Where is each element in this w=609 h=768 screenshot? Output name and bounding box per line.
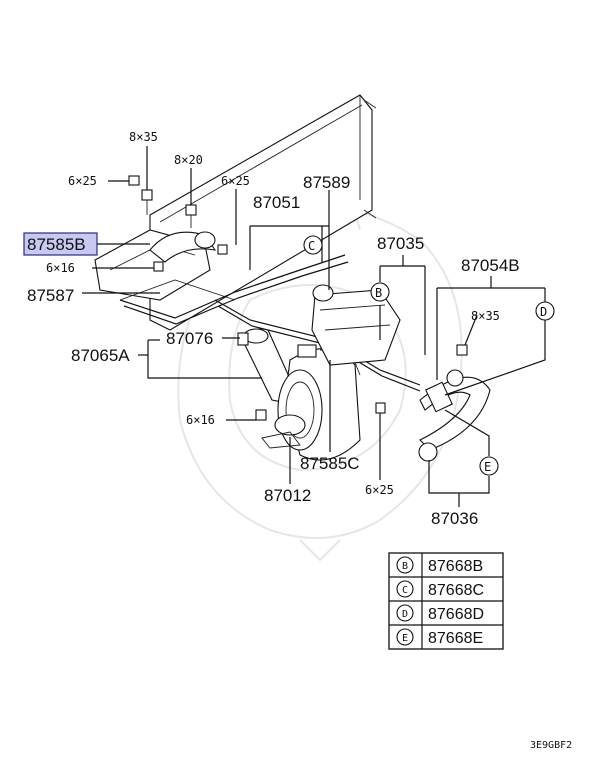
legend-row: D 87668D	[396, 604, 484, 623]
label-87585B: 87585B	[27, 235, 86, 254]
bolts	[128, 175, 468, 421]
label-87035: 87035	[377, 234, 424, 253]
pipe-block	[311, 284, 401, 366]
label-bolt-8x20: 8×20	[174, 153, 203, 167]
legend-row: C 87668C	[396, 580, 484, 599]
legend-part: 87668E	[428, 630, 483, 647]
label-87076: 87076	[166, 329, 213, 348]
label-87585C: 87585C	[300, 454, 360, 473]
bolt-6x25-bottom	[375, 402, 386, 414]
legend-letter: C	[402, 585, 408, 596]
leader-lines	[82, 146, 546, 507]
bolt-labels: 8×35 8×20 6×25 6×25 6×16 8×35 6×16 6×25	[46, 130, 500, 497]
hose-87585B	[149, 231, 217, 263]
legend-row: E 87668E	[396, 628, 483, 647]
highlight-87585B	[23, 232, 98, 256]
label-87012: 87012	[264, 486, 311, 505]
clamp-87012	[261, 414, 306, 449]
hose-87036	[418, 369, 491, 462]
label-87036: 87036	[431, 509, 478, 528]
legend-part: 87668D	[428, 606, 484, 623]
legend-row: B 87668B	[396, 556, 483, 575]
label-87587: 87587	[27, 286, 74, 305]
label-bolt-6x16-bottom: 6×16	[186, 413, 215, 427]
label-87589: 87589	[303, 173, 350, 192]
bolt-6x25-mid	[217, 244, 228, 255]
bolt-6x25-left	[128, 175, 140, 186]
label-87054B: 87054B	[461, 256, 520, 275]
bolt-8x35-right	[456, 344, 468, 356]
callouts: C B D E	[303, 235, 555, 476]
legend-letter: D	[402, 609, 408, 620]
label-bolt-8x35-top: 8×35	[129, 130, 158, 144]
bolt-6x16-left	[153, 261, 164, 272]
receiver-drier	[237, 328, 296, 402]
diagram-code: 3E9GBF2	[530, 740, 572, 751]
legend-part: 87668B	[428, 558, 483, 575]
legend-part: 87668C	[428, 582, 484, 599]
legend-table: B 87668B C 87668C D 87668D E 87668E	[388, 552, 504, 650]
label-87065A: 87065A	[71, 346, 130, 365]
label-bolt-6x16-left: 6×16	[46, 261, 75, 275]
callout-c: C	[308, 239, 315, 253]
callout-b: B	[375, 286, 382, 300]
bolt-6x16-bottom	[255, 409, 267, 421]
callout-d: D	[540, 305, 547, 319]
label-bolt-6x25-bottom: 6×25	[365, 483, 394, 497]
bolt-8x35-top	[141, 189, 153, 215]
callout-e: E	[484, 460, 491, 474]
label-bolt-6x25-mid: 6×25	[221, 174, 250, 188]
part-labels: 87585B 87589 87051 87587 87076 87065A 87…	[23, 173, 520, 528]
legend-letter: B	[402, 561, 408, 572]
label-bolt-6x25-left: 6×25	[68, 174, 97, 188]
label-bolt-8x35-right: 8×35	[471, 309, 500, 323]
label-87051: 87051	[253, 193, 300, 212]
legend-letter: E	[402, 633, 408, 644]
